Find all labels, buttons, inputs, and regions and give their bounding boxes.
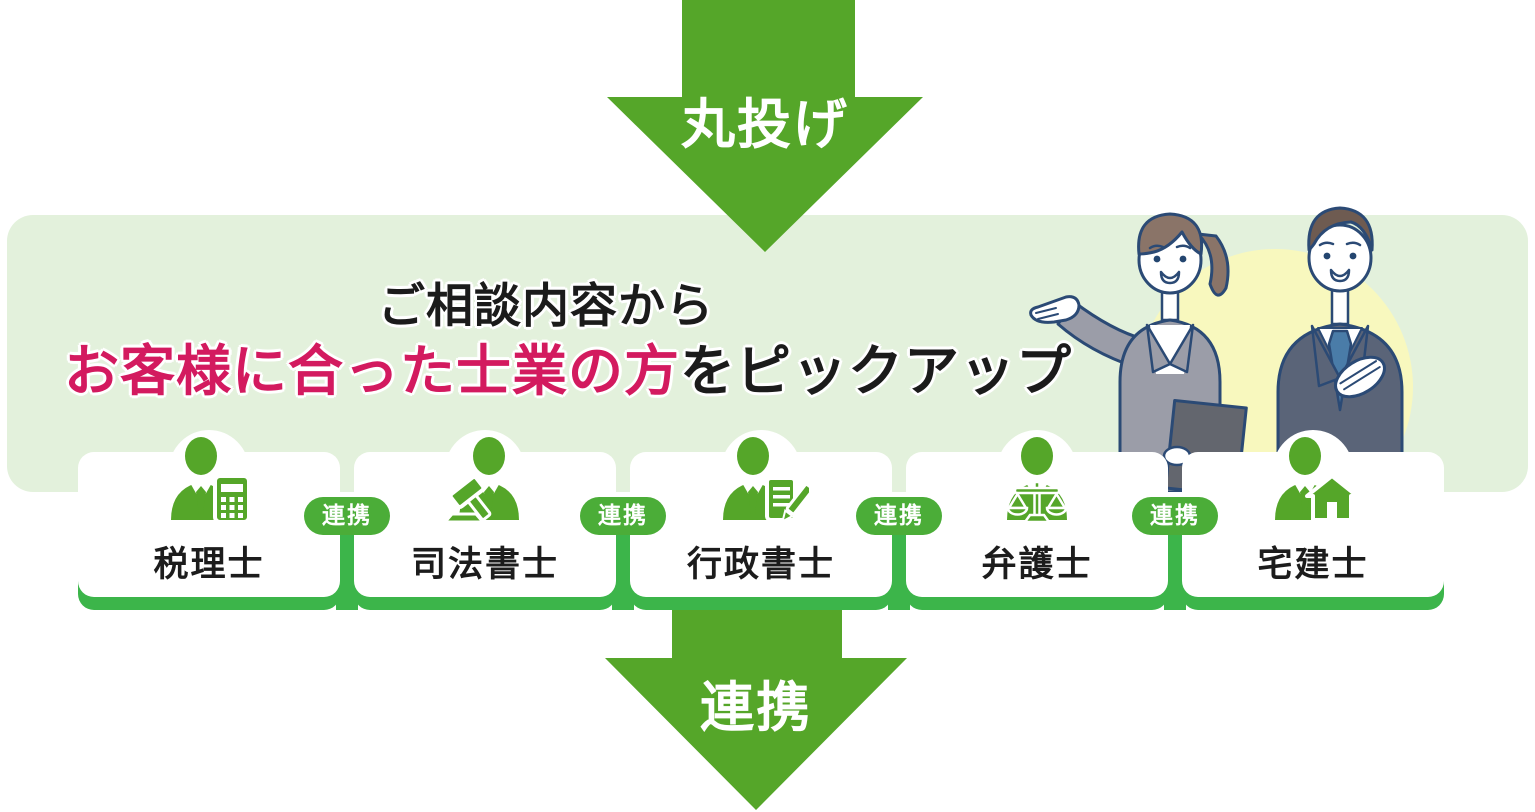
- card-judicial-scrivener: 司法書士: [354, 430, 616, 612]
- judicial-scrivener-person-gavel-icon: [441, 437, 519, 524]
- card-body: [354, 452, 616, 597]
- down-arrow-icon: [607, 0, 923, 252]
- card-realtor: 宅建士: [1182, 430, 1444, 612]
- card-administrative-scrivener: 行政書士: [630, 430, 892, 612]
- renkei-badge: 連携: [856, 497, 942, 535]
- card-body: [630, 452, 892, 597]
- renkei-badge: 連携: [1132, 497, 1218, 535]
- top-flow-arrow: 丸投げ: [605, 0, 925, 253]
- top-arrow-label: 丸投げ: [681, 93, 849, 156]
- card-label: 税理士: [153, 545, 265, 585]
- card-label: 行政書士: [686, 545, 835, 585]
- card-body: [1182, 452, 1444, 597]
- professional-cards-row: 税理士 司法書士: [78, 430, 1444, 612]
- card-tax-accountant: 税理士: [78, 430, 340, 612]
- bottom-flow-arrow: 連携: [605, 595, 907, 812]
- headline-line1: ご相談内容から: [378, 279, 714, 334]
- down-arrow-icon: [605, 595, 907, 810]
- card-label: 司法書士: [410, 545, 559, 585]
- card-label: 宅建士: [1257, 545, 1369, 585]
- businesswoman-figure: [1029, 212, 1248, 492]
- administrative-scrivener-person-document-icon: [723, 437, 809, 524]
- renkei-badge: 連携: [304, 497, 390, 535]
- headline-rest: をピックアップ: [680, 339, 1073, 403]
- card-lawyer: 弁護士: [906, 430, 1168, 612]
- card-body: [906, 452, 1168, 597]
- headline-highlight: お客様に合った士業の方: [64, 339, 681, 403]
- card-body: [78, 452, 340, 597]
- realtor-person-house-icon: [1275, 437, 1359, 522]
- tax-accountant-person-calculator-icon: [171, 437, 251, 524]
- bottom-arrow-label: 連携: [700, 676, 812, 739]
- renkei-badge: 連携: [580, 497, 666, 535]
- card-label: 弁護士: [981, 545, 1093, 585]
- headline-line2: お客様に合った士業の方をピックアップ: [64, 344, 1072, 399]
- lawyer-person-scales-icon: [1006, 437, 1068, 524]
